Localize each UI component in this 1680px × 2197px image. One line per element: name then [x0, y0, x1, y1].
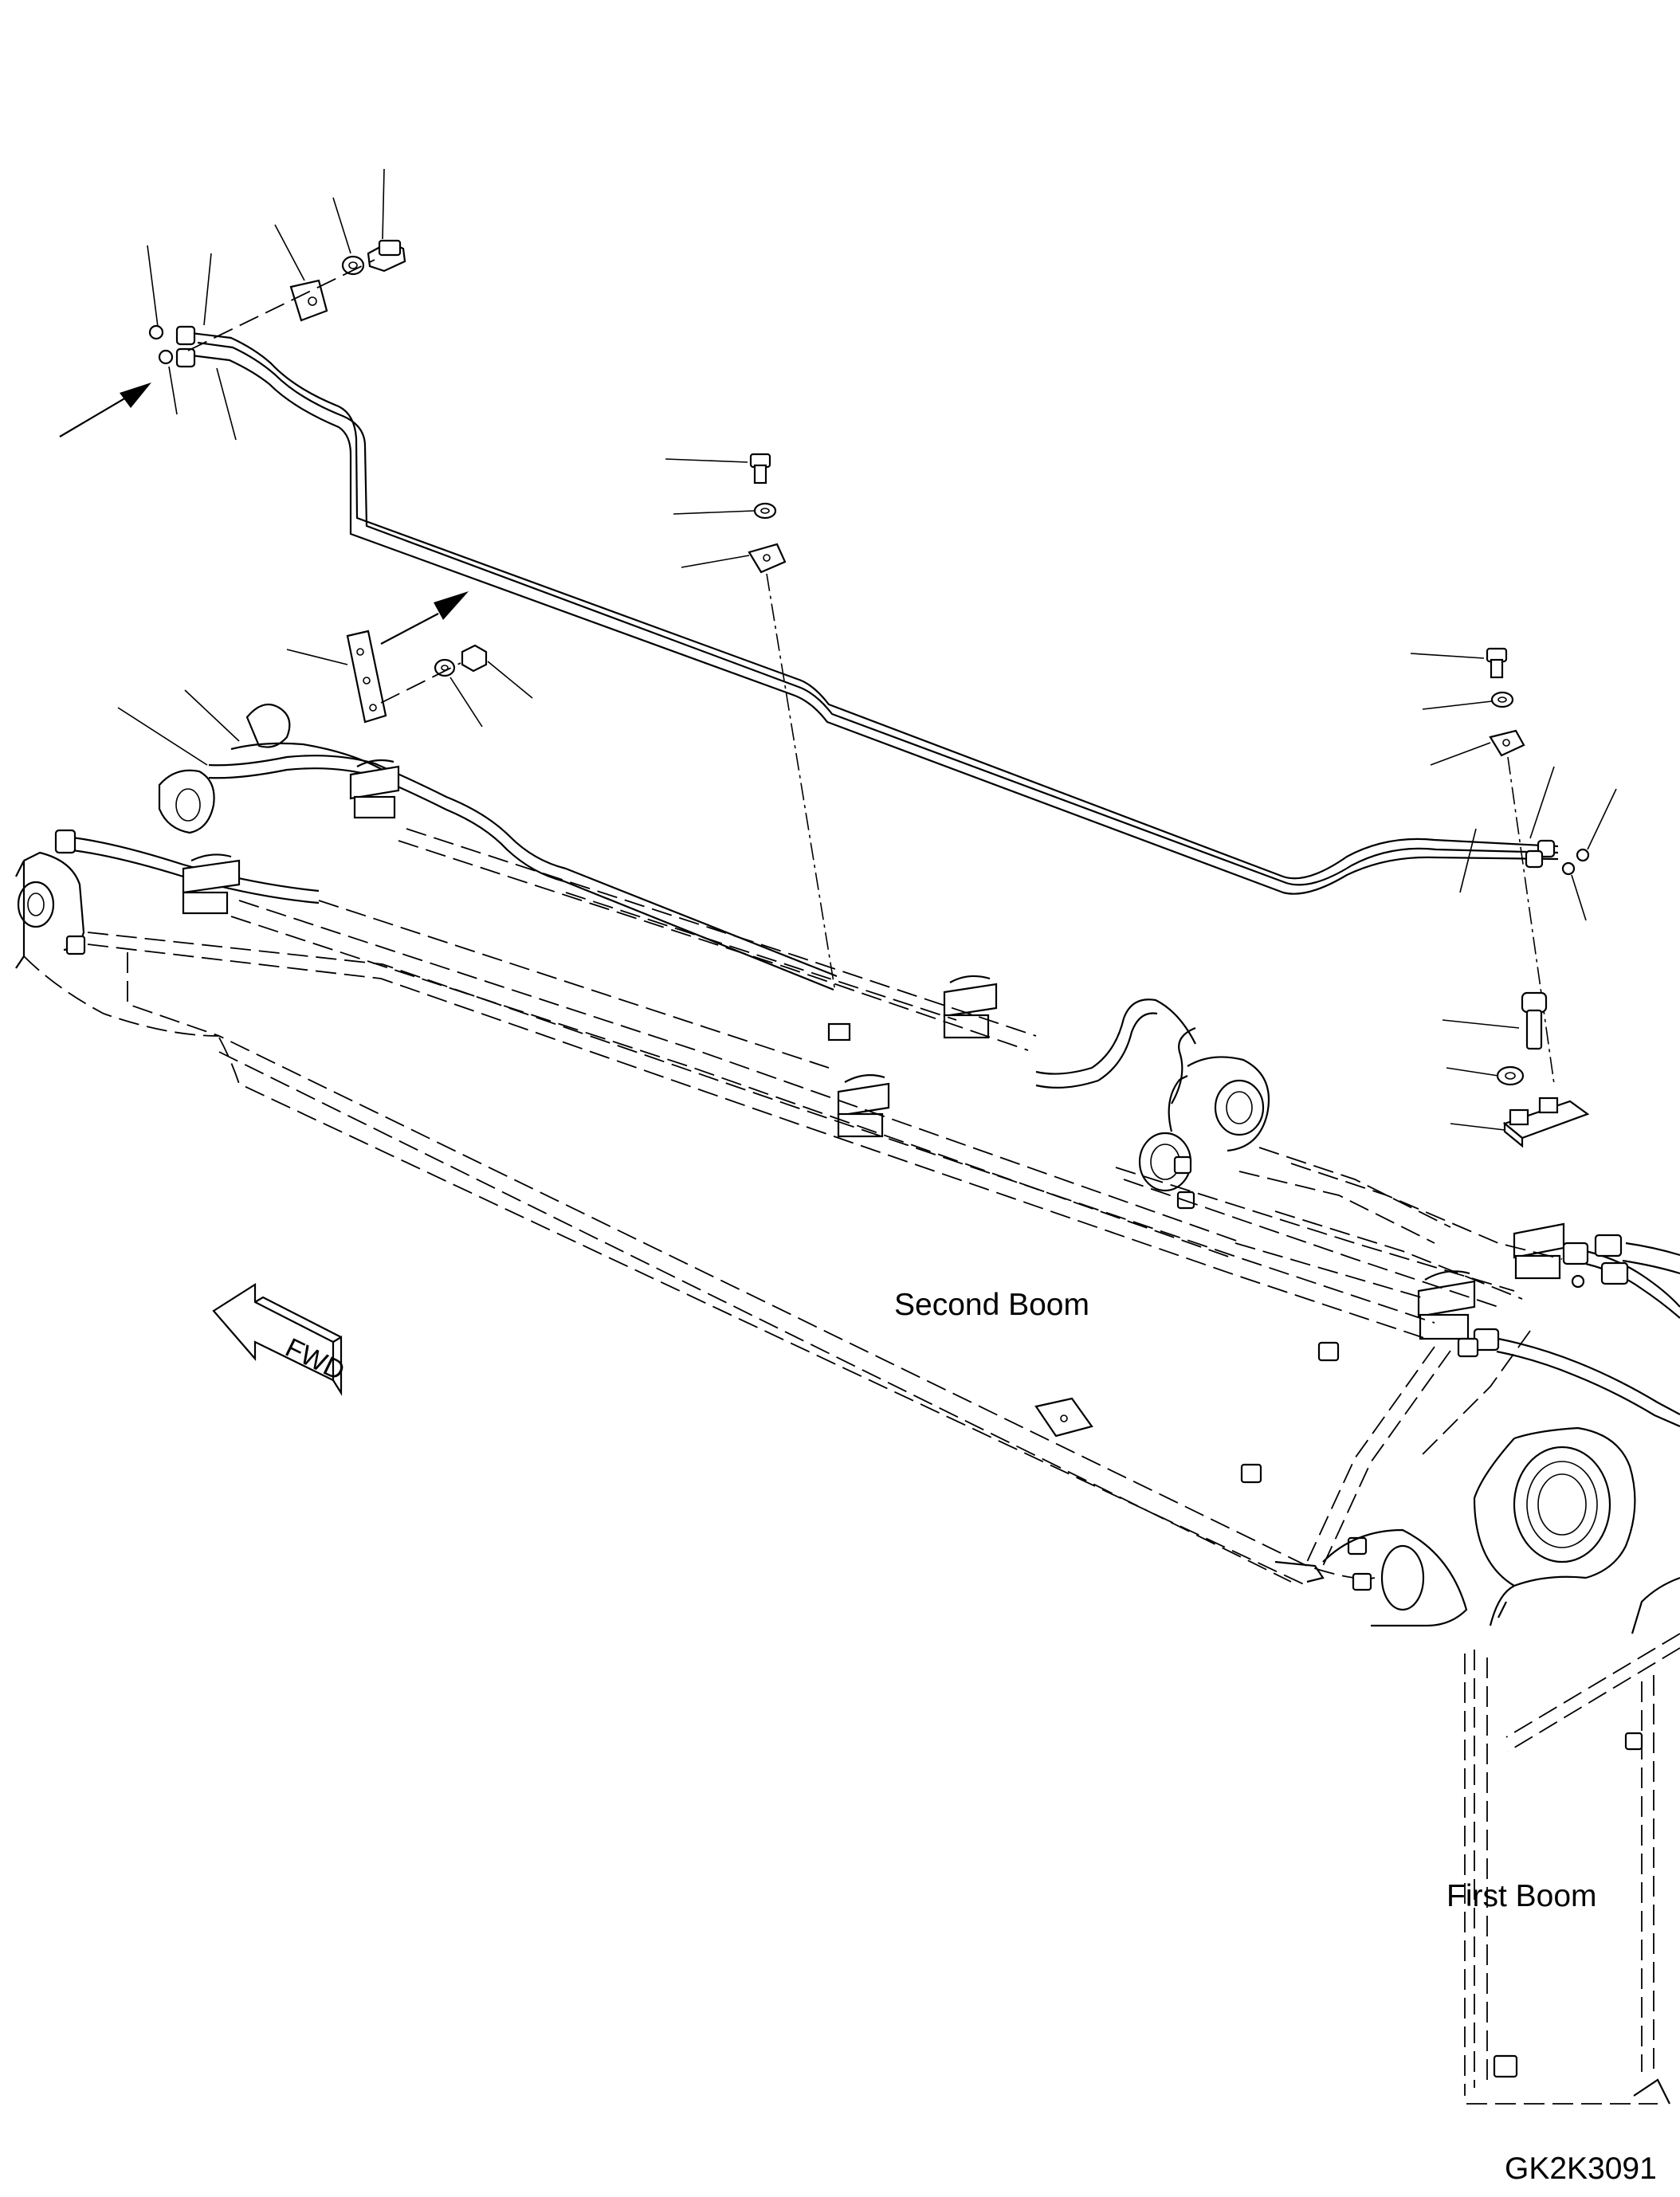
- pipe-fitting-right: [1459, 766, 1617, 921]
- pipe-clamp-middle: [748, 543, 787, 574]
- leader-lines-lower-right: [1442, 1019, 1520, 1131]
- pipe-fitting-left: [148, 324, 196, 368]
- bolt-right: [1486, 647, 1508, 679]
- second-boom-body: [15, 703, 1565, 1591]
- hydraulic-pipe-pair: [190, 332, 1559, 895]
- bolt-middle: [749, 453, 771, 485]
- nut-left: [461, 644, 488, 673]
- boom-clamp-1: [182, 853, 241, 915]
- washer-left: [434, 658, 456, 677]
- washer-lower-right: [1496, 1065, 1525, 1086]
- drawing-code-label: GK2K3091: [1505, 2152, 1657, 2186]
- leader-lines-right: [1410, 653, 1493, 766]
- leader-lines-upper-left: [59, 168, 385, 441]
- leader-lines-left: [117, 591, 533, 766]
- boom-clamp-5: [1417, 1270, 1476, 1340]
- second-boom-label: Second Boom: [894, 1288, 1089, 1322]
- bolt-lower-right: [1521, 991, 1548, 1050]
- pipe-clamp-upper-left: [289, 279, 328, 322]
- pipe-bracket-lower-right: [1502, 1097, 1590, 1148]
- washer-right: [1490, 691, 1514, 708]
- first-boom-body: [1322, 1426, 1680, 2105]
- forward-direction-arrow-icon: FWD: [212, 1282, 349, 1396]
- first-boom-label: First Boom: [1446, 1879, 1597, 1913]
- mounting-plate-left: [346, 630, 387, 724]
- boom-clamp-6: [1513, 1222, 1565, 1280]
- washer-middle: [753, 502, 777, 520]
- hose-connections-right: [1457, 1234, 1680, 1428]
- pipe-clamp-right: [1489, 729, 1525, 757]
- washer-upper-left: [341, 255, 365, 276]
- leader-lines-middle: [665, 458, 755, 568]
- boom-clamp-3: [943, 975, 998, 1039]
- bolt-upper-left: [367, 239, 406, 273]
- boom-clamp-2: [349, 759, 400, 819]
